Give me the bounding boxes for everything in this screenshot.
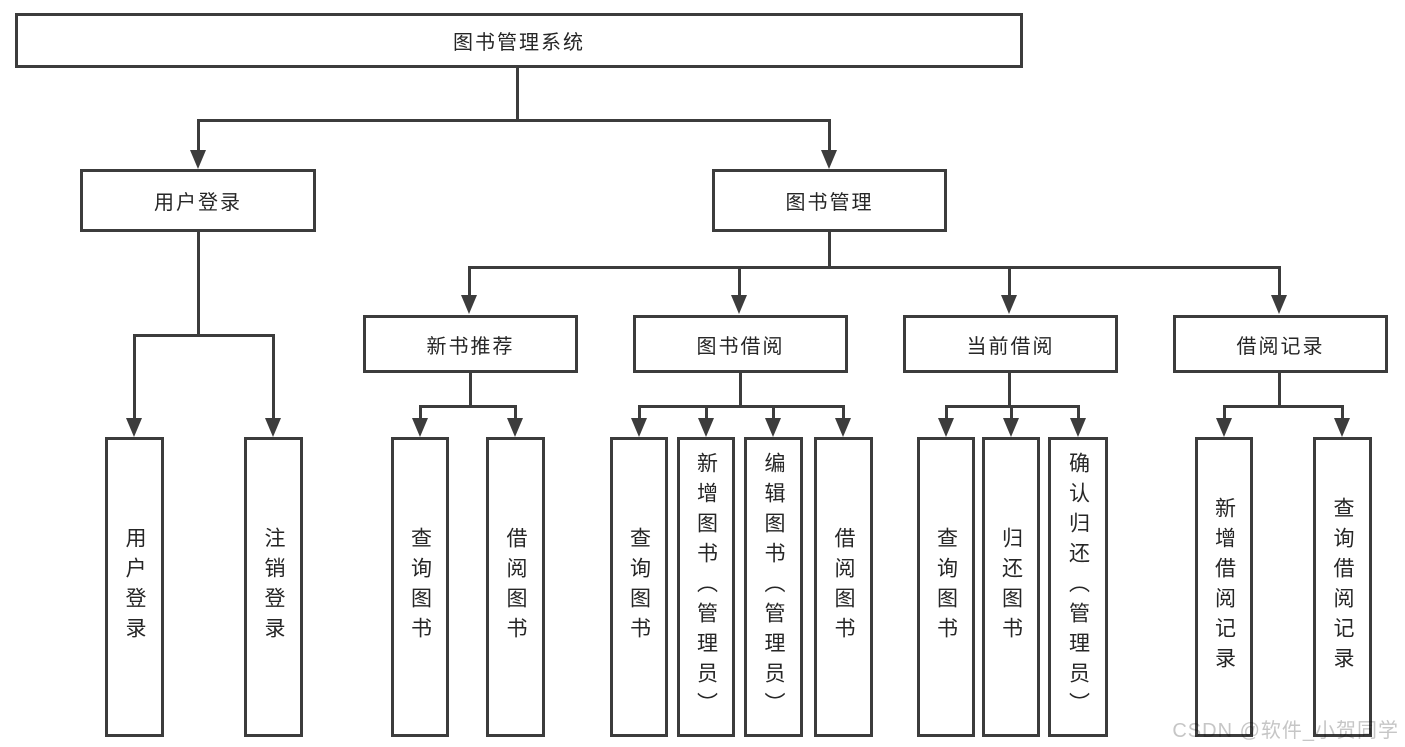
connector-arrow (1003, 405, 1019, 437)
node-br-add-borrow-record: 新增借阅记录 (1195, 437, 1253, 737)
connector-arrow (412, 405, 428, 437)
node-label: 确认归还（管理员） (1066, 452, 1090, 722)
node-cb-confirm-return-admin: 确认归还（管理员） (1048, 437, 1108, 737)
connector-line (419, 405, 517, 408)
node-logout-action: 注销登录 (244, 437, 303, 737)
node-label: 归还图书 (999, 527, 1023, 647)
connector-line (197, 119, 831, 122)
node-user-login: 用户登录 (80, 169, 316, 232)
connector-line (828, 231, 831, 269)
connector-arrow (631, 405, 647, 437)
node-bb-add-books-admin: 新增图书（管理员） (677, 437, 735, 737)
node-nbr-borrow-books: 借阅图书 (486, 437, 545, 737)
node-cb-query-books: 查询图书 (917, 437, 975, 737)
connector-arrow (190, 119, 206, 169)
node-cb-return-books: 归还图书 (982, 437, 1040, 737)
connector-arrow (938, 405, 954, 437)
node-book-management: 图书管理 (712, 169, 947, 232)
node-label: 借阅图书 (504, 527, 528, 647)
connector-arrow (731, 266, 747, 314)
connector-line (197, 231, 200, 335)
connector-line (133, 334, 275, 337)
connector-arrow (698, 405, 714, 437)
node-label: 查询图书 (627, 527, 651, 647)
node-label: 当前借阅 (966, 335, 1055, 358)
node-nbr-query-books: 查询图书 (391, 437, 449, 737)
node-new-book-recommend: 新书推荐 (363, 315, 578, 373)
connector-arrow (265, 334, 281, 437)
node-root-label: 图书管理系统 (453, 32, 585, 54)
connector-arrow (1271, 266, 1287, 314)
connector-line (1223, 405, 1344, 408)
node-br-query-borrow-record: 查询借阅记录 (1313, 437, 1372, 737)
node-label: 借阅记录 (1236, 335, 1325, 358)
node-label: 图书管理 (785, 192, 874, 214)
node-bb-query-books: 查询图书 (610, 437, 668, 737)
node-label: 查询借阅记录 (1331, 497, 1355, 677)
connector-line (516, 67, 519, 120)
connector-arrow (835, 405, 851, 437)
connector-line (1278, 372, 1281, 408)
node-bb-borrow-books: 借阅图书 (814, 437, 873, 737)
connector-arrow (1001, 266, 1017, 314)
connector-arrow (1070, 405, 1086, 437)
node-label: 用户登录 (154, 192, 242, 214)
node-label: 新增图书（管理员） (694, 452, 718, 722)
connector-arrow (1216, 405, 1232, 437)
connector-line (638, 405, 845, 408)
connector-arrow (1334, 405, 1350, 437)
connector-arrow (821, 119, 837, 169)
node-borrow-records: 借阅记录 (1173, 315, 1388, 373)
connector-line (469, 372, 472, 408)
node-label: 用户登录 (123, 527, 147, 647)
connector-line (739, 372, 742, 408)
connector-line (468, 266, 1281, 269)
connector-arrow (461, 266, 477, 314)
csdn-watermark: CSDN @软件_小贺同学 (1172, 720, 1399, 742)
connector-arrow (507, 405, 523, 437)
node-label: 图书借阅 (696, 335, 785, 358)
node-label: 注销登录 (262, 527, 286, 647)
node-label: 借阅图书 (832, 527, 856, 647)
node-label: 查询图书 (408, 527, 432, 647)
node-user-login-action: 用户登录 (105, 437, 164, 737)
node-label: 新增借阅记录 (1212, 497, 1236, 677)
node-book-borrow: 图书借阅 (633, 315, 848, 373)
connector-line (1008, 372, 1011, 408)
node-current-borrow: 当前借阅 (903, 315, 1118, 373)
node-label: 查询图书 (934, 527, 958, 647)
node-label: 编辑图书（管理员） (762, 452, 786, 722)
connector-arrow (765, 405, 781, 437)
node-label: 新书推荐 (426, 335, 515, 358)
connector-arrow (126, 334, 142, 437)
node-bb-edit-books-admin: 编辑图书（管理员） (744, 437, 803, 737)
node-root: 图书管理系统 (15, 13, 1023, 68)
